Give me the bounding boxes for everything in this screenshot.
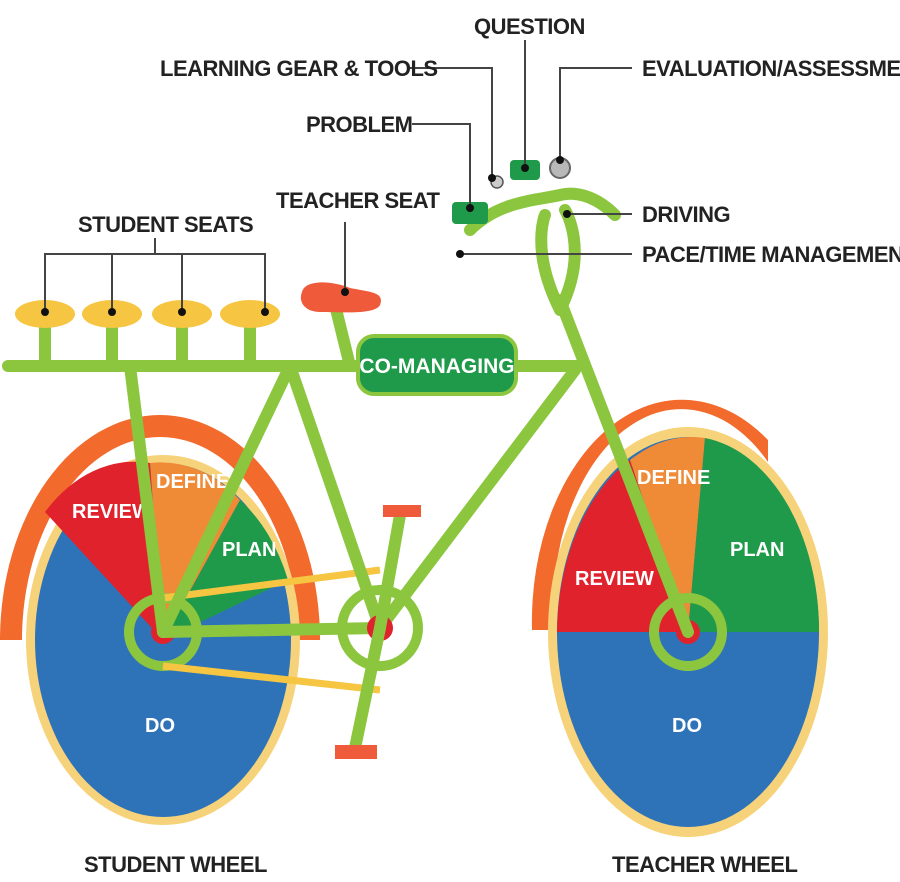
problem-tool [452, 202, 488, 224]
dot-learning-gear [488, 174, 496, 182]
pedal-top [383, 505, 421, 517]
label-question: QUESTION [474, 14, 585, 39]
student-seat-4 [220, 300, 280, 328]
handlebar [464, 187, 621, 236]
crank-arm-down [349, 622, 386, 754]
co-managing-bg [356, 334, 518, 396]
label-student-seats: STUDENT SEATS [78, 212, 253, 237]
down-tube [374, 364, 581, 634]
leader-lines [41, 40, 632, 316]
rear-stay-left [124, 360, 169, 638]
dot-teacher-seat [341, 288, 349, 296]
dot-question [521, 164, 529, 172]
chainstay [157, 622, 386, 638]
teacher-segment-plan [688, 438, 820, 632]
chain [162, 566, 381, 694]
label-driving: DRIVING [642, 202, 730, 227]
label-pace-time: PACE/TIME MANAGEMENT [642, 242, 900, 267]
annotation-labels: QUESTION LEARNING GEAR & TOOLS EVALUATIO… [78, 14, 900, 877]
dot-seat-2 [108, 308, 116, 316]
dot-seat-3 [178, 308, 186, 316]
student-label-do: DO [145, 715, 175, 737]
label-teacher-wheel: TEACHER WHEEL [612, 852, 797, 877]
co-managing-badge: CO-MANAGING [356, 334, 518, 396]
student-segment-plan [163, 500, 288, 640]
label-student-wheel: STUDENT WHEEL [84, 852, 267, 877]
crank [335, 505, 423, 759]
evaluation-leader [559, 67, 632, 160]
teacher-seat [300, 282, 381, 313]
co-managing-label: CO-MANAGING [359, 355, 514, 378]
seat-tube [284, 360, 386, 634]
label-evaluation: EVALUATION/ASSESSMENT [642, 56, 900, 81]
dot-seat-4 [261, 308, 269, 316]
student-seats [15, 300, 280, 328]
label-problem: PROBLEM [306, 112, 413, 137]
learning-gear-leader [408, 67, 493, 178]
bike-frame [2, 187, 694, 694]
teacher-segment-define [630, 436, 705, 632]
teacher-hub-ring [649, 593, 727, 671]
teacher-label-review: REVIEW [575, 568, 654, 590]
rear-stay-right [157, 360, 296, 638]
dot-seat-1 [41, 308, 49, 316]
student-segment-review [45, 461, 163, 640]
student-label-plan: PLAN [222, 539, 276, 561]
teacher-seat-post [329, 299, 356, 372]
pedal-bottom [335, 745, 377, 759]
teacher-label-define: DEFINE [637, 467, 710, 489]
teacher-label-plan: PLAN [730, 539, 784, 561]
dot-evaluation [556, 156, 564, 164]
crank-arm-up [374, 509, 406, 634]
teacher-wheel: REVIEW DEFINE PLAN DO [531, 399, 828, 837]
student-label-define: DEFINE [156, 471, 229, 493]
teacher-label-do: DO [672, 715, 702, 737]
problem-leader [412, 123, 471, 208]
fork [554, 294, 694, 638]
crank-ring [337, 585, 423, 671]
dot-pace [456, 250, 464, 258]
student-seats-leader [44, 238, 266, 312]
dot-problem [466, 204, 474, 212]
handlebar-stem [535, 204, 581, 316]
label-learning-gear: LEARNING GEAR & TOOLS [160, 56, 438, 81]
teacher-fender-outer [531, 399, 768, 630]
label-teacher-seat: TEACHER SEAT [276, 188, 441, 213]
dot-driving [563, 210, 571, 218]
teacher-segment-review [557, 460, 688, 632]
student-label-review: REVIEW [72, 501, 151, 523]
